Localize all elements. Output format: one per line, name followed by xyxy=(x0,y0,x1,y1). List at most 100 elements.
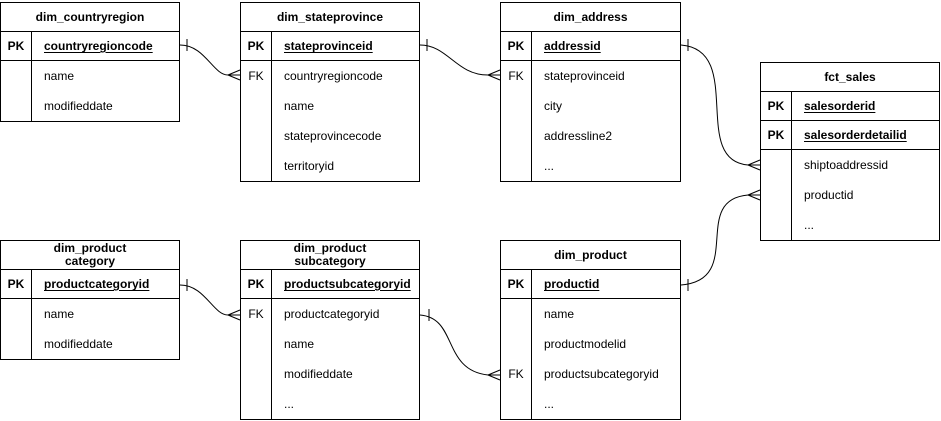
key-label: FK xyxy=(501,359,532,389)
connector-line xyxy=(419,314,489,376)
pk-row: PK productid xyxy=(501,270,680,299)
field-row: name xyxy=(241,91,419,121)
field-row: productmodelid xyxy=(501,329,680,359)
key-label: PK xyxy=(241,270,272,298)
rel-stateprovince-address xyxy=(419,39,501,81)
key-label xyxy=(501,91,532,121)
field-row: productid xyxy=(761,180,939,210)
key-label xyxy=(501,329,532,359)
key-label: PK xyxy=(1,32,32,60)
key-label xyxy=(761,150,792,180)
key-label xyxy=(1,299,32,329)
field-name: productsubcategoryid xyxy=(544,367,659,381)
field-row: modifieddate xyxy=(241,359,419,389)
field-name: addressid xyxy=(544,39,601,53)
field-name: modifieddate xyxy=(284,367,353,381)
field-name: productid xyxy=(804,188,854,202)
key-label: FK xyxy=(241,61,272,91)
field-name: name xyxy=(544,307,575,321)
crow-foot-many xyxy=(487,369,501,381)
field-name: ... xyxy=(804,218,815,232)
field-name: countryregioncode xyxy=(44,39,153,53)
crow-foot-many xyxy=(227,69,241,81)
field-row: modifieddate xyxy=(1,91,179,121)
key-label xyxy=(241,329,272,359)
field-name: name xyxy=(284,337,315,351)
key-label: FK xyxy=(241,299,272,329)
key-label xyxy=(241,91,272,121)
field-name: salesorderid xyxy=(804,99,876,113)
field-row: name xyxy=(501,299,680,329)
field-row: shiptoaddressid xyxy=(761,150,939,180)
field-row: modifieddate xyxy=(1,329,179,359)
entity-title: dim_product category xyxy=(1,241,179,270)
field-name: ... xyxy=(284,397,295,411)
entity-title: fct_sales xyxy=(761,63,939,92)
field-name: countryregioncode xyxy=(284,69,383,83)
field-row: city xyxy=(501,91,680,121)
connector-line xyxy=(680,194,749,286)
entity-title: dim_countryregion xyxy=(1,3,179,32)
pk-row: PK productsubcategoryid xyxy=(241,270,419,299)
key-label xyxy=(501,299,532,329)
pk-row: PK countryregioncode xyxy=(1,32,179,61)
key-label: PK xyxy=(501,32,532,60)
field-name: productid xyxy=(544,277,600,291)
key-label xyxy=(501,389,532,419)
field-name: addressline2 xyxy=(544,129,613,143)
field-name: productcategoryid xyxy=(44,277,150,291)
field-row: ... xyxy=(501,389,680,419)
key-label: FK xyxy=(501,61,532,91)
field-name: name xyxy=(44,307,75,321)
connector-line xyxy=(179,284,229,316)
crow-foot-many xyxy=(227,309,241,321)
key-label xyxy=(1,329,32,359)
key-label: PK xyxy=(761,121,792,149)
pk-row: PK addressid xyxy=(501,32,680,61)
key-label: PK xyxy=(501,270,532,298)
entity-title: dim_address xyxy=(501,3,680,32)
field-row: stateprovincecode xyxy=(241,121,419,151)
field-name: city xyxy=(544,99,562,113)
pk-row: PK stateprovinceid xyxy=(241,32,419,61)
field-name: shiptoaddressid xyxy=(804,158,889,172)
entity-title: dim_product xyxy=(501,241,680,270)
field-name: ... xyxy=(544,397,555,411)
key-label: PK xyxy=(241,32,272,60)
key-label: PK xyxy=(761,92,792,120)
fk-row: FK productsubcategoryid xyxy=(501,359,680,389)
crow-foot-many xyxy=(747,189,761,201)
connector-line xyxy=(179,44,229,76)
field-name: productsubcategoryid xyxy=(284,277,411,291)
rel-productcategory-productsubcategory xyxy=(179,279,241,321)
field-name: stateprovincecode xyxy=(284,129,382,143)
key-label xyxy=(501,121,532,151)
key-label xyxy=(241,359,272,389)
rel-productsubcategory-product xyxy=(419,309,501,381)
field-name: ... xyxy=(544,159,555,173)
crow-foot-many xyxy=(487,69,501,81)
field-name: stateprovinceid xyxy=(284,39,373,53)
field-name: productmodelid xyxy=(544,337,627,351)
key-label: PK xyxy=(1,270,32,298)
field-name: name xyxy=(44,69,75,83)
rel-countryregion-stateprovince xyxy=(179,39,241,81)
field-row: ... xyxy=(241,389,419,419)
key-label xyxy=(1,91,32,121)
pk-row: PK productcategoryid xyxy=(1,270,179,299)
connector-line xyxy=(680,44,749,166)
field-name: name xyxy=(284,99,315,113)
key-label xyxy=(761,180,792,210)
key-label xyxy=(241,389,272,419)
rel-address-fctsales xyxy=(680,39,761,171)
